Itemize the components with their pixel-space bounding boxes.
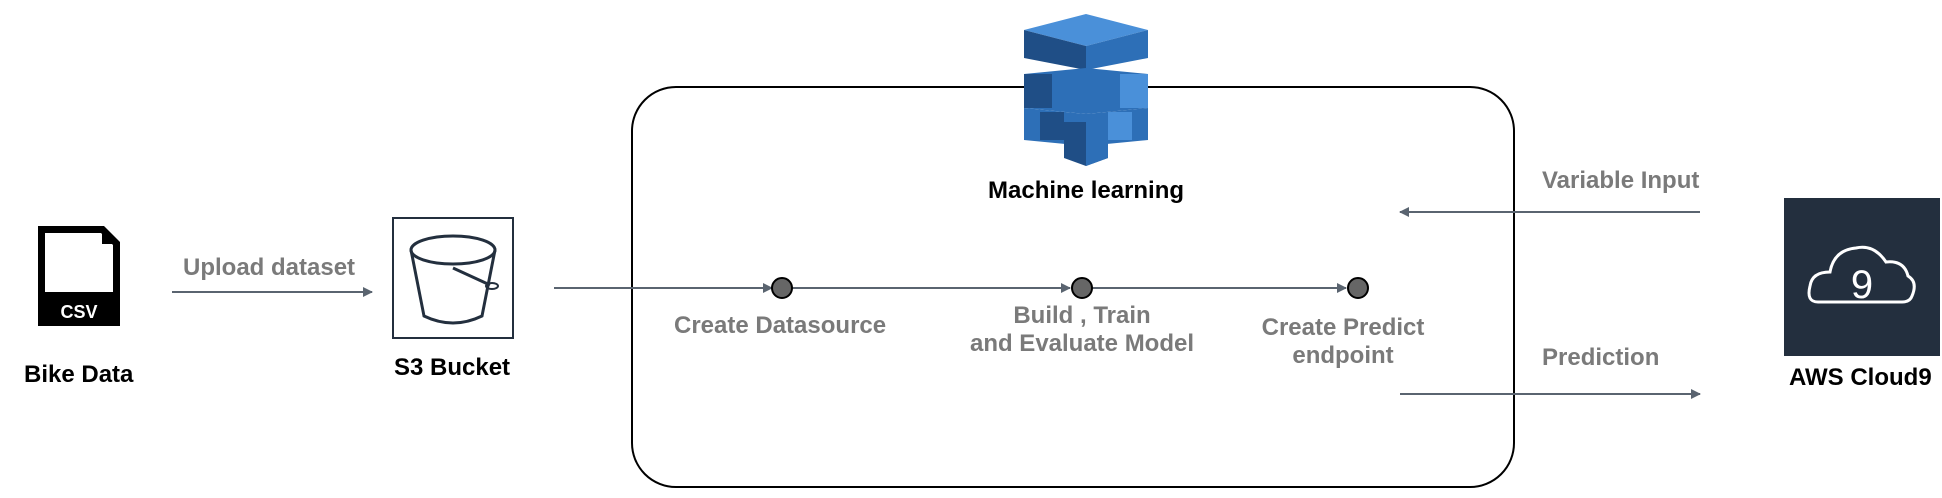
- create-predict-line2: endpoint: [1292, 341, 1394, 369]
- bike-data-label: Bike Data: [24, 361, 134, 388]
- prediction-label: Prediction: [1542, 344, 1660, 371]
- variable-input-label: Variable Input: [1542, 167, 1700, 194]
- create-predict-label: Create Predict endpoint: [1248, 314, 1438, 369]
- amazon-machine-learning-icon: [1024, 14, 1148, 166]
- step-dot-build: [1071, 277, 1093, 299]
- build-train-line2: and Evaluate Model: [969, 329, 1195, 357]
- create-predict-line1: Create Predict: [1261, 314, 1425, 341]
- s3-bucket-label: S3 Bucket: [394, 354, 511, 381]
- build-train-line1: Build , Train: [1013, 302, 1151, 329]
- csv-file-icon: CSV: [38, 226, 120, 326]
- csv-badge: CSV: [60, 302, 97, 322]
- upload-dataset-label: Upload dataset: [183, 254, 356, 281]
- cloud9-glyph: 9: [1851, 263, 1873, 307]
- step-dot-datasource: [771, 277, 793, 299]
- step-dot-predict: [1347, 277, 1369, 299]
- create-datasource-label: Create Datasource: [674, 312, 887, 339]
- build-train-label: Build , Train and Evaluate Model: [962, 302, 1202, 357]
- s3-bucket-icon: [392, 217, 514, 339]
- machine-learning-label: Machine learning: [988, 177, 1185, 204]
- cloud9-icon: 9: [1784, 198, 1940, 356]
- cloud9-label: AWS Cloud9: [1789, 364, 1932, 391]
